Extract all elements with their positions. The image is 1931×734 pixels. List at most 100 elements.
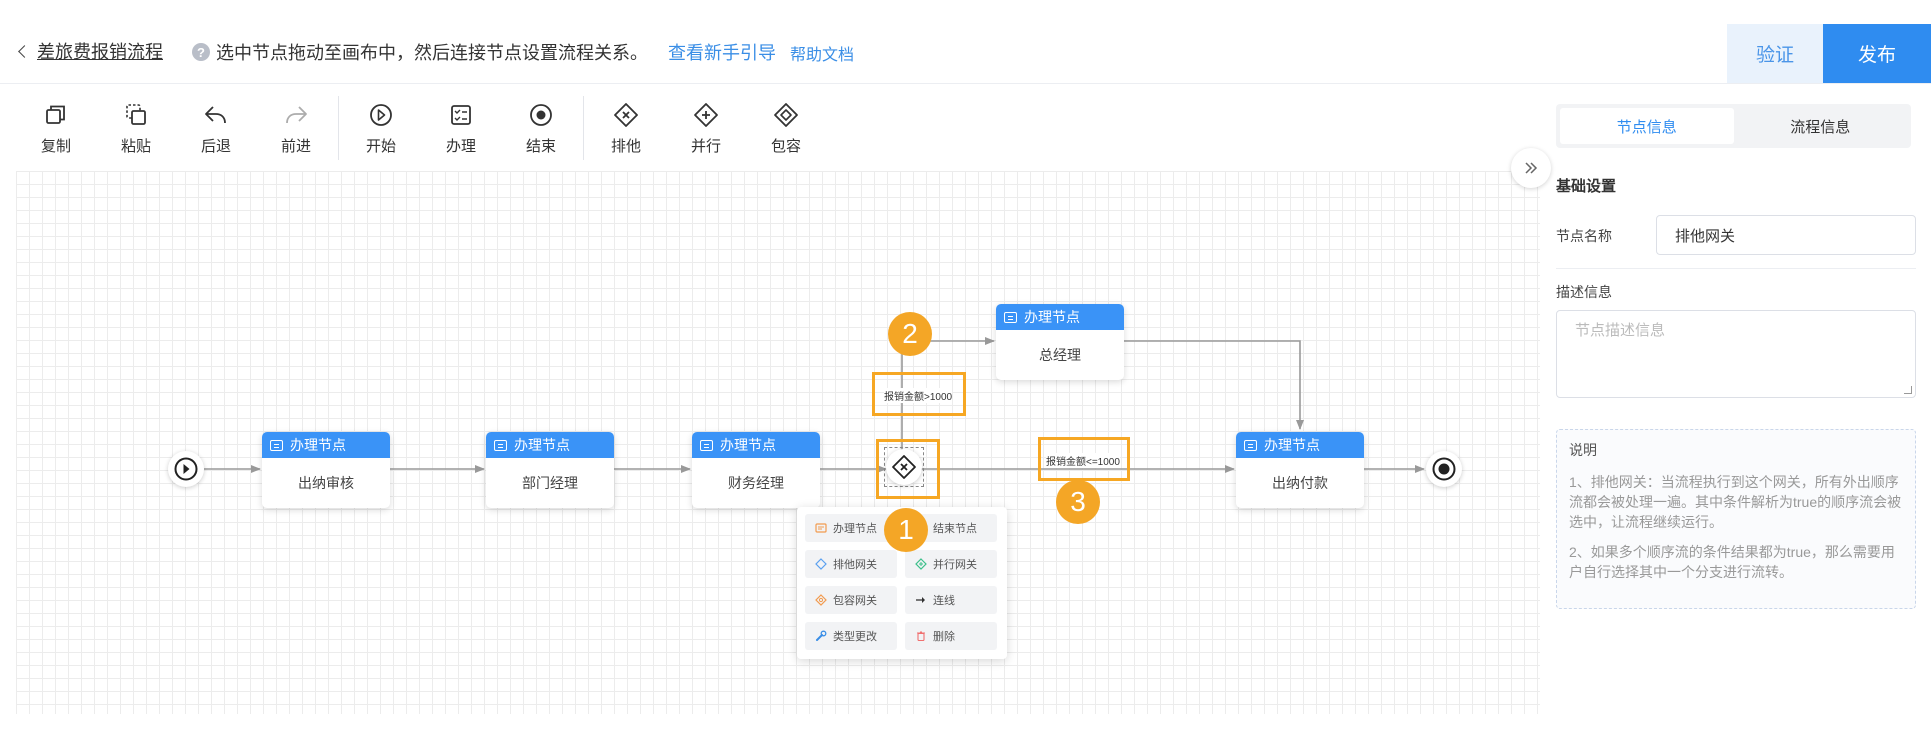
node-type-label: 办理节点 (1264, 437, 1320, 453)
menu-item-delete[interactable]: 删除 (905, 622, 997, 650)
paste-label: 粘贴 (120, 137, 151, 155)
node-general-manager[interactable]: 办理节点 总经理 (996, 304, 1124, 380)
node-context-menu: 办理节点 结束节点 排他网关 并行网关 包容网关 连线 类型更改 删除 (797, 507, 1007, 659)
node-cashier-payment[interactable]: 办理节点 出纳付款 (1236, 432, 1364, 508)
tab-process-info[interactable]: 流程信息 (1790, 118, 1851, 136)
description-placeholder: 节点描述信息 (1575, 322, 1666, 339)
task-icon (1244, 439, 1257, 451)
description-textarea[interactable]: 节点描述信息 (1556, 310, 1916, 398)
menu-item-exclusive-gateway[interactable]: 排他网关 (805, 550, 897, 578)
end-node-tool[interactable]: 结束 (501, 85, 581, 171)
chevron-left-icon (18, 44, 31, 58)
menu-item-connect[interactable]: 连线 (905, 586, 997, 614)
end-icon (1432, 457, 1456, 481)
undo-button[interactable]: 后退 (176, 85, 256, 171)
parallel-label: 并行 (690, 137, 721, 155)
node-header: 办理节点 (692, 432, 820, 458)
node-name: 财务经理 (728, 475, 784, 491)
menu-item-label: 类型更改 (833, 631, 877, 643)
toolbar-divider (583, 96, 584, 160)
handle-label: 办理 (445, 137, 476, 155)
start-node-tool[interactable]: 开始 (341, 85, 421, 171)
trash-icon (915, 630, 927, 642)
collapse-panel-button[interactable] (1511, 148, 1551, 188)
description-label: 描述信息 (1556, 284, 1612, 300)
menu-item-handle-node[interactable]: 办理节点 (805, 514, 897, 542)
paste-button[interactable]: 粘贴 (96, 85, 176, 171)
flow-canvas[interactable]: 办理节点 出纳审核 办理节点 部门经理 办理节点 财务经理 办理节点 总经理 办… (16, 171, 1540, 714)
menu-item-label: 删除 (933, 631, 955, 643)
label-highlight (1038, 437, 1130, 481)
node-header: 办理节点 (996, 304, 1124, 330)
parallel-gateway-tool[interactable]: 并行 (666, 85, 746, 171)
publish-button[interactable]: 发布 (1823, 24, 1931, 83)
start-label: 开始 (365, 137, 396, 155)
question-icon: ? (192, 43, 210, 61)
menu-item-label: 并行网关 (933, 559, 977, 571)
menu-item-inclusive-gateway[interactable]: 包容网关 (805, 586, 897, 614)
back-link[interactable]: 差旅费报销流程 (18, 38, 163, 64)
resize-handle-icon[interactable] (1904, 386, 1912, 394)
node-name: 总经理 (1039, 347, 1081, 363)
parallel-gateway-icon (694, 102, 718, 127)
explanation-box: 说明 1、排他网关：当流程执行到这个网关，所有外出顺序流都会被处理一遍。其中条件… (1556, 429, 1916, 609)
copy-button[interactable]: 复制 (16, 85, 96, 171)
task-icon (451, 104, 471, 125)
menu-item-label: 办理节点 (833, 523, 877, 535)
node-type-label: 办理节点 (514, 437, 570, 453)
annotation-badge-3: 3 (1056, 480, 1100, 524)
arrow-right-icon (915, 594, 927, 606)
handle-node-tool[interactable]: 办理 (421, 85, 501, 171)
task-icon (700, 439, 713, 451)
task-icon (494, 439, 507, 451)
tab-node-info[interactable]: 节点信息 (1560, 108, 1734, 144)
redo-icon (286, 105, 307, 123)
menu-item-change-type[interactable]: 类型更改 (805, 622, 897, 650)
menu-item-parallel-gateway[interactable]: 并行网关 (905, 550, 997, 578)
inclusive-label: 包容 (770, 137, 801, 155)
paste-icon (126, 103, 146, 125)
gateway-highlight (876, 439, 940, 499)
guide-link[interactable]: 查看新手引导 (668, 43, 776, 63)
task-icon (815, 522, 827, 534)
parallel-gateway-icon (915, 558, 927, 570)
undo-icon (205, 105, 226, 123)
exclusive-gateway-icon (815, 558, 827, 570)
wrench-icon (815, 630, 827, 642)
redo-button[interactable]: 前进 (256, 85, 336, 171)
edge-label-over-1000[interactable]: 报销金额>1000 (884, 388, 953, 403)
end-node[interactable] (1426, 451, 1462, 487)
task-icon (1004, 311, 1017, 323)
edge-gm-payment[interactable] (1124, 340, 1304, 430)
note-paragraph-2: 2、如果多个顺序流的条件结果都为true，那么需要用户自行选择其中一个分支进行流… (1569, 544, 1895, 580)
node-finance-manager[interactable]: 办理节点 财务经理 (692, 432, 820, 508)
note-title: 说明 (1569, 442, 1597, 458)
exclusive-gateway-tool[interactable]: 排他 (586, 85, 666, 171)
toolbar-divider (338, 96, 339, 160)
node-cashier-review[interactable]: 办理节点 出纳审核 (262, 432, 390, 508)
help-doc-link[interactable]: 帮助文档 (790, 47, 855, 64)
annotation-badge-2: 2 (888, 312, 932, 356)
menu-item-label: 包容网关 (833, 595, 877, 607)
start-node[interactable] (168, 451, 204, 487)
divider (1556, 268, 1916, 269)
inclusive-gateway-tool[interactable]: 包容 (746, 85, 826, 171)
exclusive-gateway-node[interactable] (886, 449, 922, 485)
exclusive-label: 排他 (610, 137, 641, 155)
double-chevron-right-icon (1525, 162, 1538, 174)
hint: ? 选中节点拖动至画布中，然后连接节点设置流程关系。 (192, 39, 648, 65)
node-type-label: 办理节点 (720, 437, 776, 453)
node-name-input[interactable]: 排他网关 (1656, 215, 1916, 255)
verify-button[interactable]: 验证 (1727, 24, 1823, 83)
node-name: 出纳审核 (298, 475, 354, 491)
task-icon (270, 439, 283, 451)
panel-tabs: 节点信息 流程信息 (1556, 104, 1911, 148)
gateway-selection (884, 447, 924, 487)
node-type-label: 办理节点 (290, 437, 346, 453)
toolbar: 复制 粘贴 后退 前进 开始 办理 结束 排他 并行 包容 (16, 85, 1546, 171)
node-type-label: 办理节点 (1024, 309, 1080, 325)
process-title[interactable]: 差旅费报销流程 (37, 42, 163, 62)
edge-label-under-1000[interactable]: 报销金额<=1000 (1046, 453, 1120, 468)
node-dept-manager[interactable]: 办理节点 部门经理 (486, 432, 614, 508)
undo-label: 后退 (200, 137, 231, 155)
